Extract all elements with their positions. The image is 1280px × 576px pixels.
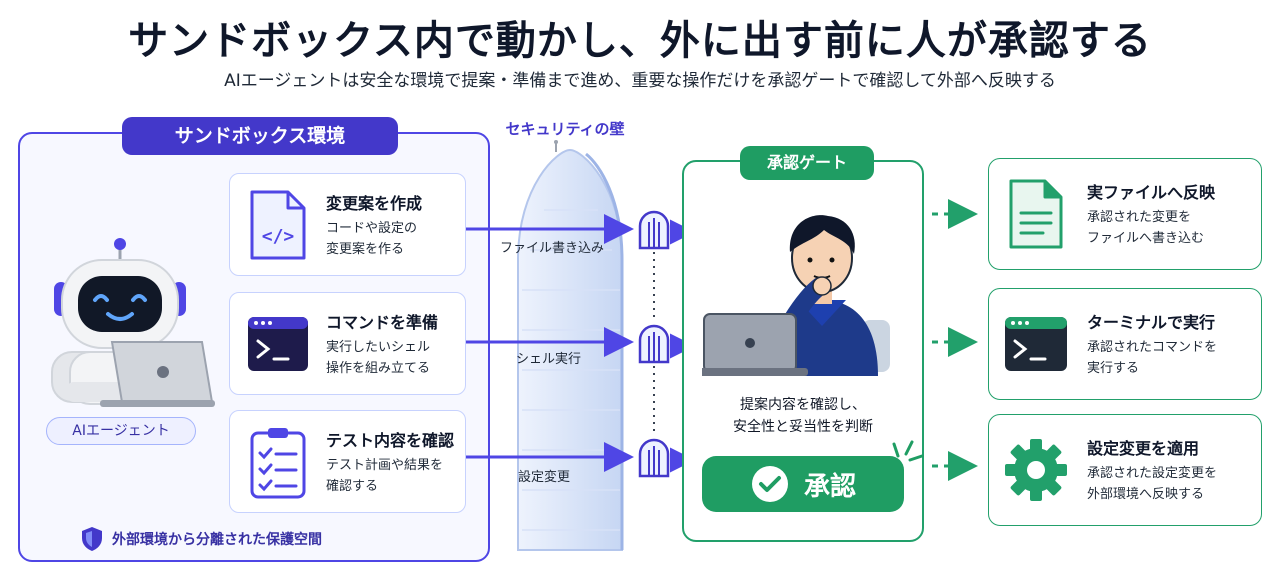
flow-label-shell-exec: シェル実行 [516,352,582,367]
output-title: ターミナルで実行 [1087,313,1216,332]
terminal-icon [1005,317,1067,371]
card-description: コードや設定の 変更案を作る [326,221,418,257]
output-description: 承認された設定変更を 外部環境へ反映する [1087,466,1218,502]
card-title: コマンドを準備 [326,313,439,332]
code-file-icon: </> [250,190,306,260]
page-subtitle: AIエージェントは安全な環境で提案・準備まで進め、重要な操作だけを承認ゲートで確… [224,71,1056,91]
gate-label: 承認ゲート [740,146,874,180]
document-icon [1009,179,1063,249]
flow-label-file-write: ファイル書き込み [500,241,605,256]
human-reviewer-illustration [702,215,890,376]
page-title: サンドボックス内で動かし、外に出す前に人が承認する [128,18,1152,64]
approve-label: 承認 [803,470,856,501]
check-circle-icon [751,466,788,502]
card-title: テスト内容を確認 [326,431,455,450]
card-title: 変更案を作成 [326,194,423,213]
robot-agent-illustration [51,238,215,407]
gate-description: 提案内容を確認し、 安全性と妥当性を判断 [733,397,873,435]
sandbox-label: サンドボックス環境 [122,117,398,155]
isolation-text: 外部環境から分離された保護空間 [112,532,322,548]
output-title: 実ファイルへ反映 [1087,183,1216,202]
output-title: 設定変更を適用 [1087,439,1200,458]
approve-button[interactable]: 承認 [702,456,904,512]
output-run-terminal: ターミナルで実行 承認されたコマンドを 実行する [988,288,1262,400]
svg-text:</>: </> [262,226,295,247]
wall-label: セキュリティの壁 [505,120,625,138]
isolation-note: 外部環境から分離された保護空間 [80,526,322,552]
gear-icon [1005,439,1067,501]
agent-label: AIエージェント [46,417,196,445]
card-description: 実行したいシェル 操作を組み立てる [326,340,431,376]
checklist-icon [250,428,306,499]
sparkle-icon [892,440,924,462]
flow-label-config-change: 設定変更 [518,470,571,485]
card-prepare-command: コマンドを準備 実行したいシェル 操作を組み立てる [229,292,466,395]
card-create-proposal: </> 変更案を作成 コードや設定の 変更案を作る [229,173,466,276]
terminal-icon [248,317,308,371]
card-description: テスト計画や結果を 確認する [326,458,444,494]
output-apply-config: 設定変更を適用 承認された設定変更を 外部環境へ反映する [988,414,1262,526]
output-description: 承認された変更を ファイルへ書き込む [1087,210,1205,246]
shield-icon [82,527,102,551]
card-review-tests: テスト内容を確認 テスト計画や結果を 確認する [229,410,466,513]
output-description: 承認されたコマンドを 実行する [1087,340,1218,376]
output-apply-file: 実ファイルへ反映 承認された変更を ファイルへ書き込む [988,158,1262,270]
